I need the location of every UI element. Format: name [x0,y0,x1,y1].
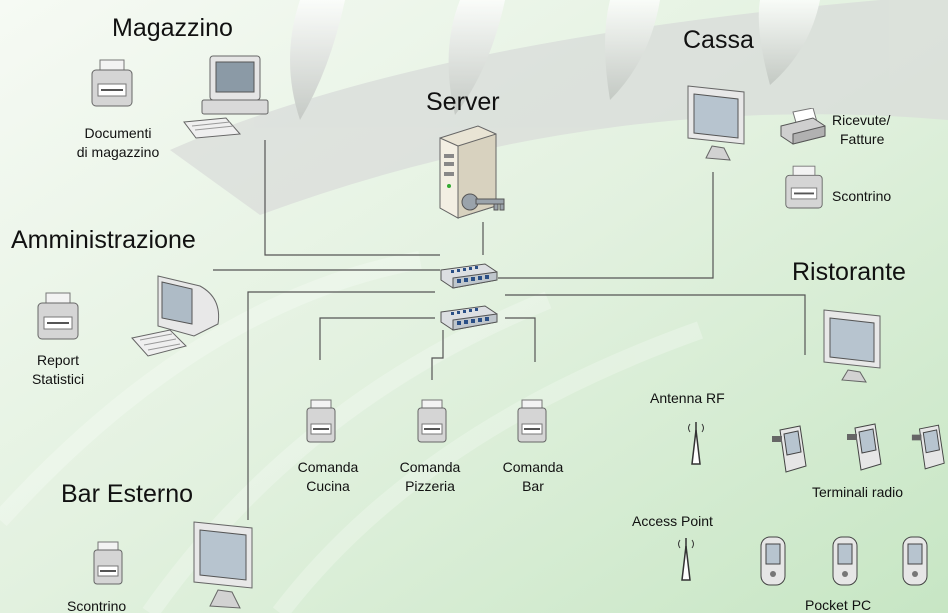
server-icon [439,125,505,219]
radio-terminal-icon [772,425,807,473]
label-pocket-pc: Pocket PC [805,597,872,613]
label-line: Statistici [31,371,85,387]
label-line: Cucina [306,478,350,494]
printer-icon [37,292,79,340]
label-scontrino-cassa: Scontrino [832,188,892,204]
label-documenti-magazzino: Documenti di magazzino [58,124,178,162]
label-ricevute-fatture: Ricevute/ Fatture [832,111,890,149]
label-line: Fatture [840,131,885,147]
label-line: Documenti [84,125,152,141]
section-magazzino: Magazzino [112,14,233,42]
label-report-statistici: Report Statistici [18,351,98,389]
label-terminali-radio: Terminali radio [812,484,904,500]
monitor-icon [193,521,253,609]
section-server: Server [426,88,500,116]
label-line: Comanda [297,459,359,475]
access-point-icon [678,538,694,581]
label-line: di magazzino [76,144,160,160]
section-amministrazione: Amministrazione [11,226,196,254]
radio-terminal-icon [847,423,882,471]
label-line: Pizzeria [405,478,455,494]
label-line: Comanda [399,459,461,475]
label-comanda-bar: Comanda Bar [491,458,575,496]
section-bar-esterno: Bar Esterno [61,480,194,508]
key-icon [461,193,505,211]
section-cassa: Cassa [683,26,754,54]
receipt-printer-icon [780,108,826,145]
network-switch-icon [440,305,498,331]
pocket-pc-icon [902,536,928,586]
radio-terminal-icon [911,424,945,470]
monitor-icon [823,309,881,383]
crt-computer-icon [131,275,220,357]
label-antenna-rf: Antenna RF [650,390,725,406]
label-line: Ricevute/ [832,112,891,128]
printer-icon [417,399,447,443]
section-ristorante: Ristorante [792,258,906,286]
pocket-pc-icon [760,536,786,586]
desktop-computer-icon [183,55,269,139]
printer-icon [785,165,823,209]
label-line: Bar [522,478,544,494]
label-line: Comanda [502,459,564,475]
fork-watermark [170,0,948,215]
monitor-icon [687,85,745,161]
printer-icon [306,399,336,443]
label-scontrino-bar: Scontrino [67,598,127,614]
printer-icon [93,541,123,585]
network-switch-icon [440,263,498,289]
printer-icon [517,399,547,443]
antenna-icon [688,422,704,465]
label-comanda-cucina: Comanda Cucina [286,458,370,496]
label-access-point: Access Point [632,513,713,529]
label-line: Report [36,352,80,368]
label-comanda-pizzeria: Comanda Pizzeria [388,458,472,496]
printer-icon [91,59,133,107]
pocket-pc-icon [832,536,858,586]
